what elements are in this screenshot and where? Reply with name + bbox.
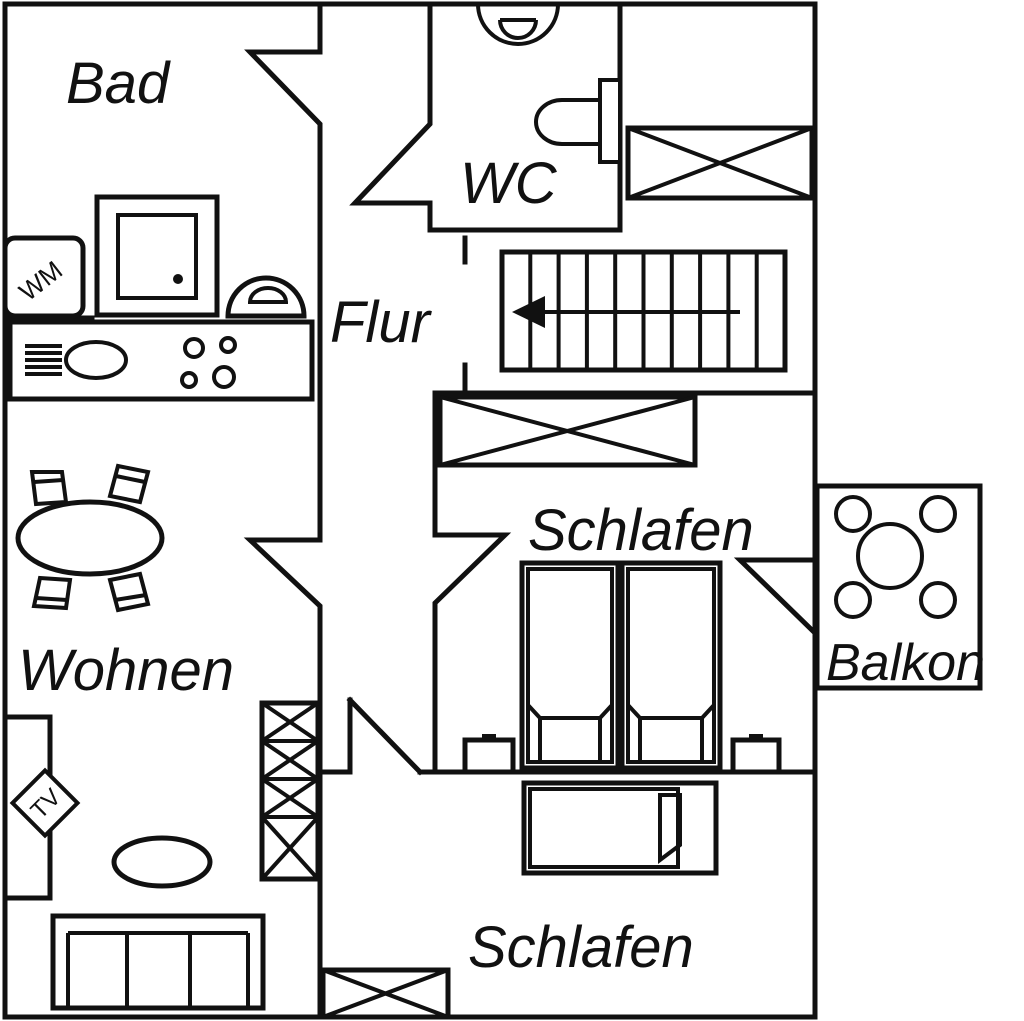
- dining-chair: [107, 571, 151, 613]
- washing-machine: [2, 235, 86, 319]
- balcony-chair: [834, 581, 872, 619]
- wc-sink: [476, 3, 560, 46]
- coffee-table: [111, 835, 213, 889]
- shower-drain-icon: [173, 274, 183, 284]
- bed: [521, 780, 719, 876]
- bed: [619, 560, 723, 771]
- balcony-chair: [919, 581, 957, 619]
- bedroom-2-furniture: [320, 780, 719, 1020]
- kitchen-counter: [7, 319, 315, 402]
- living-furniture: TV: [2, 700, 321, 1011]
- balcony: [814, 483, 983, 691]
- stairs: [499, 249, 788, 373]
- dining-table: [15, 499, 165, 577]
- sofa: [50, 913, 266, 1011]
- balcony-chair: [834, 495, 872, 533]
- washing-machine-label: WM: [13, 255, 68, 307]
- wc-fixtures: [476, 3, 815, 201]
- nightstand: [462, 737, 516, 775]
- balcony-table: [856, 522, 924, 590]
- bed: [519, 560, 621, 771]
- wardrobe: [259, 700, 321, 882]
- stove-burner: [183, 337, 205, 359]
- tv: TV: [9, 767, 81, 839]
- wardrobe: [320, 967, 451, 1020]
- room-labels: Bad WC Flur Wohnen Schlafen Schlafen Bal…: [18, 51, 985, 980]
- bathroom-sink: [225, 275, 307, 319]
- wardrobe: [437, 394, 698, 468]
- room-label-wohnen: Wohnen: [18, 638, 234, 703]
- dining-chair: [31, 575, 73, 611]
- bedroom-1-furniture: [437, 394, 782, 775]
- nightstand: [730, 737, 782, 775]
- shower: [94, 194, 220, 318]
- stairs-arrow-icon: [512, 296, 545, 328]
- dining-chair: [107, 463, 151, 505]
- dining-chair: [29, 470, 69, 507]
- stove-burner: [219, 336, 237, 354]
- wc-cabinet: [625, 125, 815, 201]
- room-label-schlafen-2: Schlafen: [468, 915, 694, 980]
- toilet-bowl: [534, 98, 602, 146]
- stove-burner: [212, 365, 236, 389]
- room-label-flur: Flur: [330, 290, 433, 355]
- kitchen-sink: [64, 340, 128, 380]
- bathroom-fixtures: WM: [2, 194, 307, 319]
- room-label-schlafen-1: Schlafen: [528, 498, 754, 563]
- stove-burner: [180, 371, 198, 389]
- room-label-balkon: Balkon: [826, 634, 985, 692]
- room-label-bad: Bad: [66, 51, 171, 116]
- dining-set: [15, 463, 165, 613]
- balcony-chair: [919, 495, 957, 533]
- toilet-tank: [598, 78, 622, 164]
- room-label-wc: WC: [460, 151, 558, 216]
